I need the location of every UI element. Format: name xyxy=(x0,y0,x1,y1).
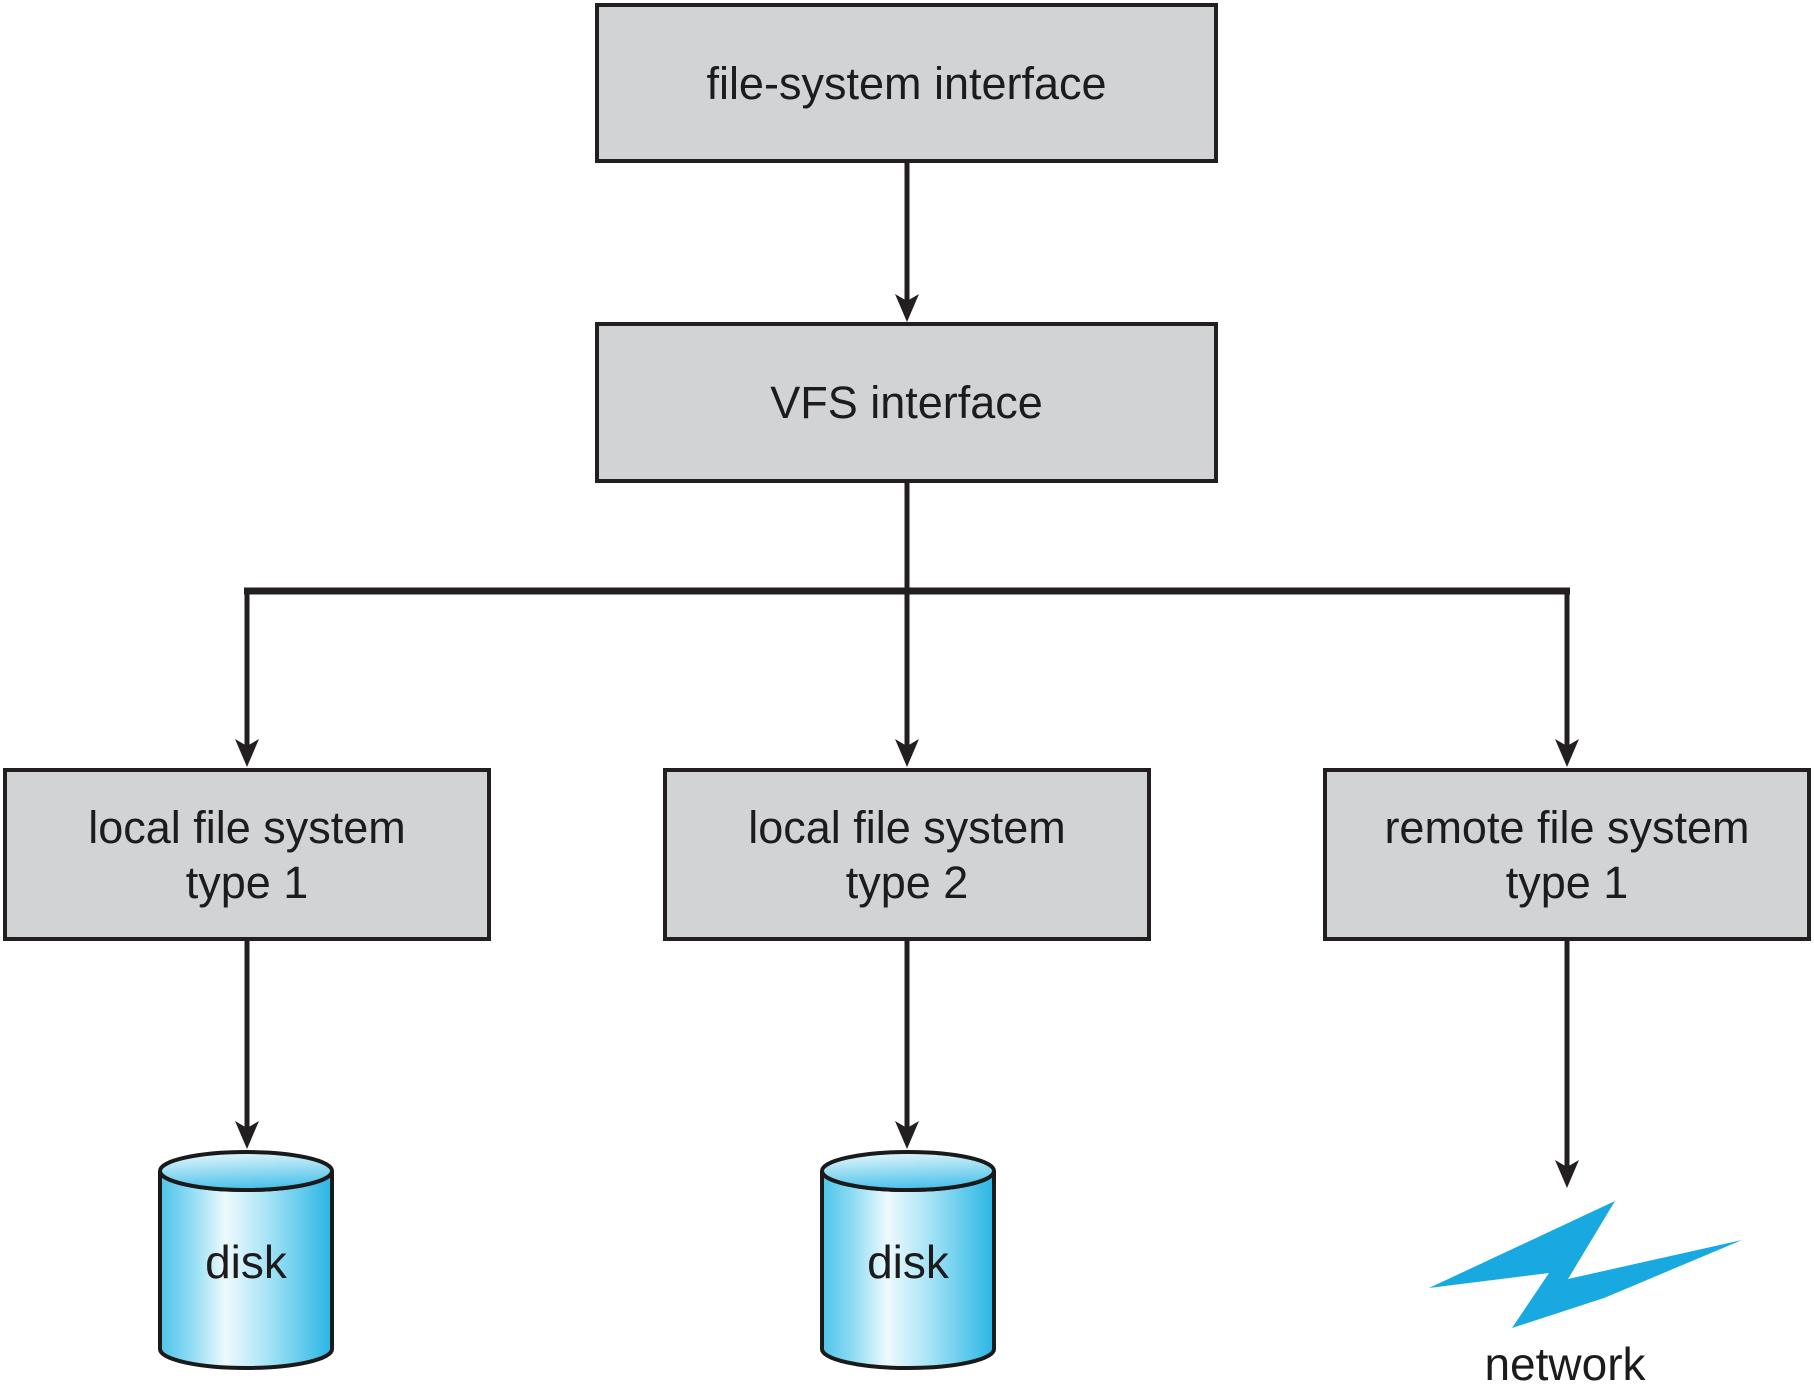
node-remote-file-system-type1-line1: remote file system xyxy=(1384,801,1750,853)
arrowhead-disk2 xyxy=(895,1121,919,1149)
disk-icon xyxy=(820,1150,996,1370)
disk-icon-top xyxy=(158,1150,334,1192)
node-local-file-system-type1: local file system type 1 xyxy=(3,768,491,941)
disk-left-label: disk xyxy=(205,1236,287,1288)
node-local-file-system-type1-line2: type 1 xyxy=(185,856,309,908)
network-bolt-icon xyxy=(1429,1201,1742,1328)
node-vfs-interface-label: VFS interface xyxy=(770,377,1043,428)
arrowhead-vfs xyxy=(895,294,919,322)
arrowhead-disk1 xyxy=(235,1121,259,1149)
node-file-system-interface-label: file-system interface xyxy=(706,57,1107,109)
node-local-file-system-type2: local file system type 2 xyxy=(663,768,1151,941)
arrowhead-network xyxy=(1555,1160,1579,1188)
disk-icon-top xyxy=(820,1150,996,1192)
node-remote-file-system-type1-line2: type 1 xyxy=(1505,856,1629,908)
node-file-system-interface: file-system interface xyxy=(595,3,1218,163)
network-label: network xyxy=(1484,1338,1646,1390)
disk-icon xyxy=(158,1150,334,1370)
node-vfs-interface: VFS interface xyxy=(595,322,1218,483)
node-local-file-system-type1-line1: local file system xyxy=(88,801,406,853)
disk-middle-label: disk xyxy=(867,1236,949,1288)
arrowhead-local1 xyxy=(235,739,259,767)
arrowhead-local2 xyxy=(895,739,919,767)
arrowhead-remote xyxy=(1555,739,1579,767)
node-local-file-system-type2-line1: local file system xyxy=(748,801,1066,853)
node-local-file-system-type2-line2: type 2 xyxy=(845,856,969,908)
node-remote-file-system-type1: remote file system type 1 xyxy=(1323,768,1811,941)
